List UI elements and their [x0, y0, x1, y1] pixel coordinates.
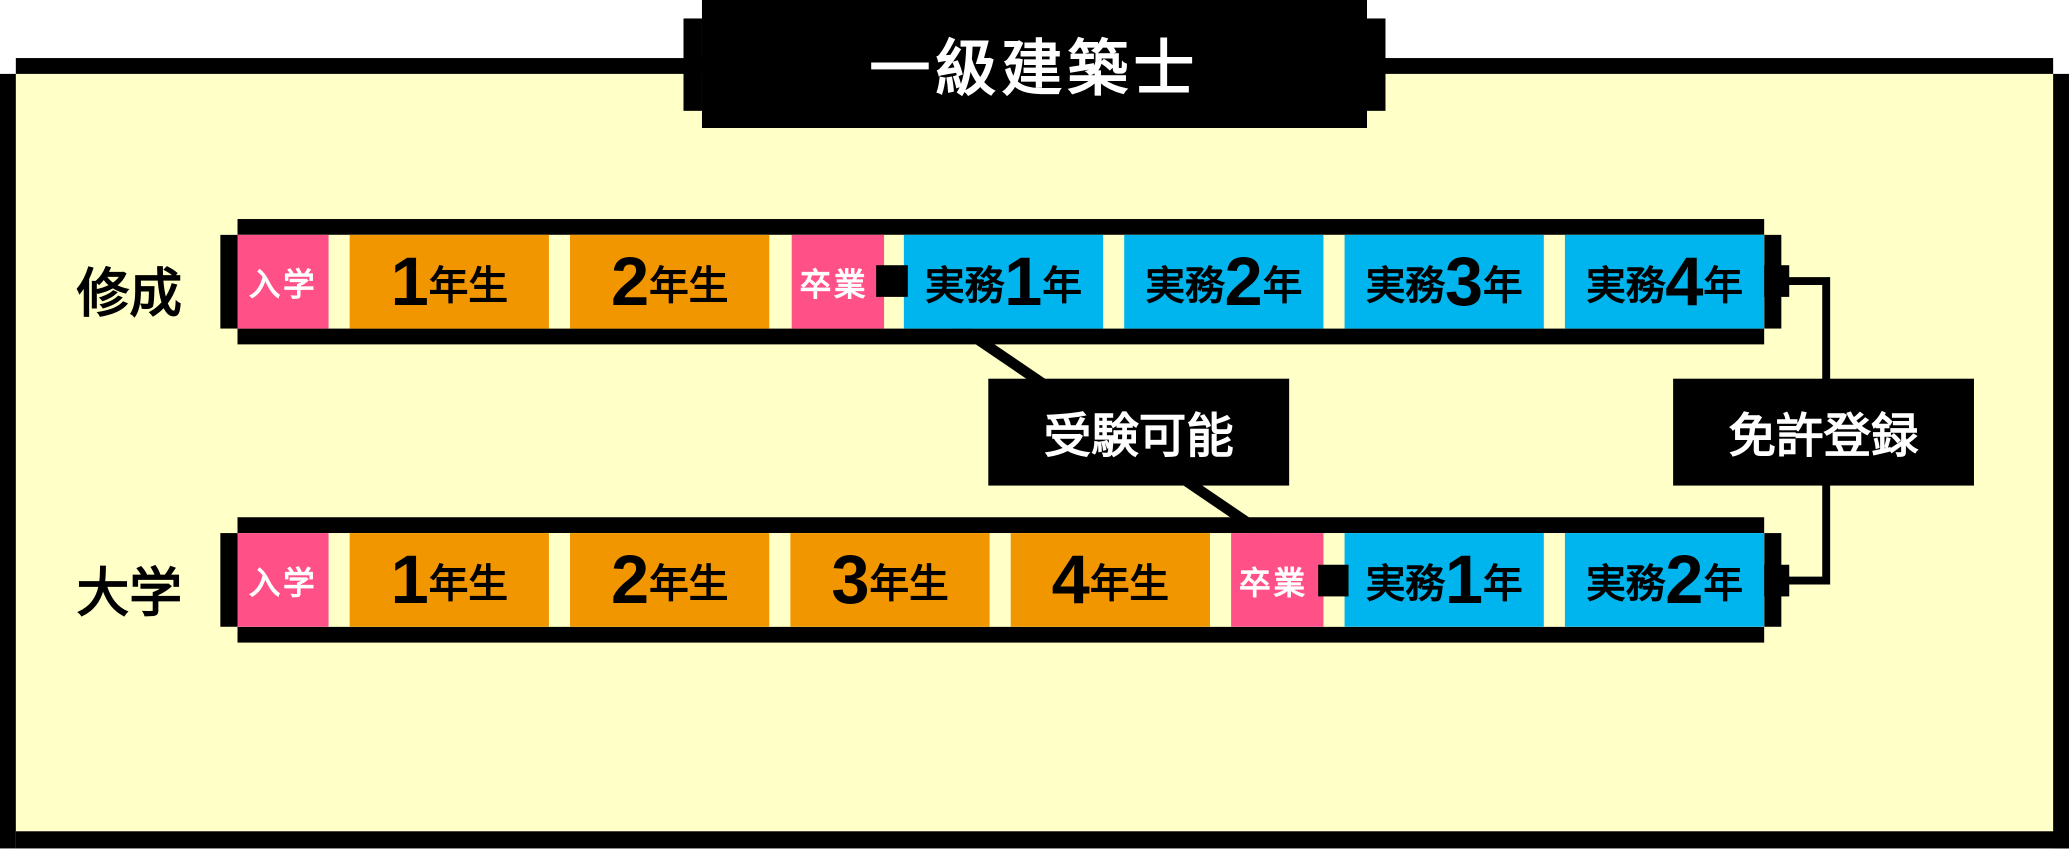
frame-right: [2053, 73, 2069, 849]
cell-graduate: 卒業: [791, 234, 885, 329]
license-registration-box: 免許登録: [1673, 378, 1974, 486]
cell-num: 3: [1444, 243, 1484, 320]
row-cap-left: [220, 533, 238, 627]
cell-num: 4: [1051, 541, 1090, 619]
cell-enroll: 入学: [237, 234, 329, 329]
cell-unit: 年生: [869, 561, 949, 608]
cell-unit: 年: [1042, 263, 1082, 310]
exam-marker-square: [1318, 564, 1349, 597]
row-bar-bottom: [237, 328, 1765, 345]
cell-num: 1: [390, 541, 429, 619]
cell-unit: 年生: [428, 263, 508, 310]
license-marker-square: [1764, 564, 1790, 597]
cell-prefix: 実務: [1586, 263, 1666, 310]
cell-prefix: 実務: [1365, 263, 1445, 310]
cell-prefix: 実務: [1365, 561, 1445, 608]
cell-prefix: 実務: [1586, 561, 1666, 608]
cell-unit: 年: [1483, 263, 1523, 310]
frame-bottom: [15, 831, 2069, 849]
row-label-shusei: 修成: [76, 263, 183, 325]
cell-num: 2: [610, 243, 650, 320]
cell-num: 4: [1665, 243, 1704, 320]
cell-enroll: 入学: [237, 533, 329, 627]
cell-unit: 年: [1483, 561, 1523, 608]
cell-graduate: 卒業: [1231, 533, 1324, 627]
page-title: 一級建築士: [701, 0, 1368, 128]
cell-unit: 年: [1703, 561, 1743, 608]
cell-unit: 年: [1703, 263, 1743, 310]
cell-prefix: 実務: [925, 263, 1005, 310]
cell-unit: 年生: [649, 263, 729, 310]
title-tab-right: [1367, 18, 1386, 111]
row-bar-top: [237, 517, 1765, 534]
license-marker-square: [1764, 265, 1790, 297]
title-tab-left: [683, 18, 702, 111]
row-label-daigaku: 大学: [76, 563, 183, 625]
cell-num: 1: [1444, 541, 1484, 619]
row-bar-top: [237, 219, 1765, 235]
cell-num: 2: [1224, 243, 1263, 320]
cell-num: 3: [831, 541, 870, 619]
row-cap-left: [220, 234, 238, 329]
cell-num: 1: [1004, 243, 1043, 320]
cell-unit: 年: [1262, 263, 1303, 310]
cell-unit: 年生: [428, 561, 508, 608]
cell-unit: 年生: [1089, 561, 1170, 608]
cell-num: 2: [610, 541, 650, 619]
cell-prefix: 実務: [1145, 263, 1225, 310]
cell-unit: 年生: [649, 561, 729, 608]
frame-left: [0, 73, 16, 849]
exam-eligible-box: 受験可能: [988, 378, 1290, 486]
cell-num: 1: [390, 243, 429, 320]
row-bar-bottom: [237, 626, 1765, 643]
cell-num: 2: [1665, 541, 1704, 619]
exam-marker-square: [876, 265, 908, 297]
